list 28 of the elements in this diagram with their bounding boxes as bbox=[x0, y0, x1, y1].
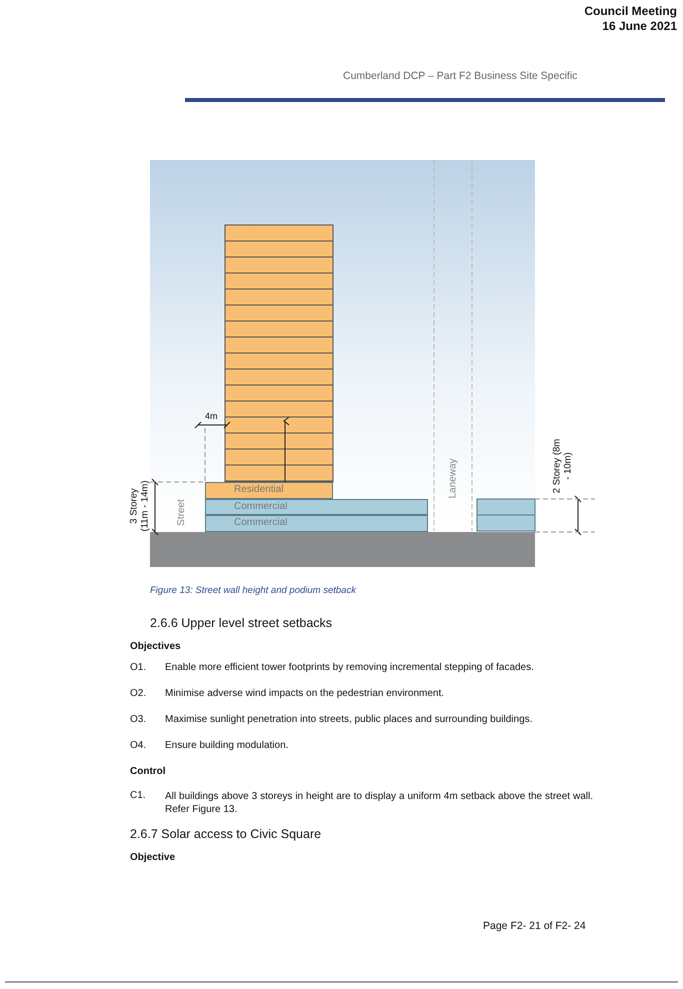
street-label: Street bbox=[175, 498, 186, 526]
item-number: C1. bbox=[130, 790, 146, 801]
objective-text: Enable more efficient tower footprints by removing incremental stepping of facades. bbox=[165, 662, 534, 673]
subheading: Objective bbox=[130, 852, 176, 863]
dimension-label: 4m bbox=[205, 411, 218, 421]
objective-text: Minimise adverse wind impacts on the pedestrian environment. bbox=[165, 688, 444, 699]
residential-floor-band: Residential bbox=[205, 482, 333, 499]
item-number: O3. bbox=[130, 714, 146, 725]
page-number: Page F2- 21 of F2- 24 bbox=[483, 920, 586, 932]
commercial-floor-band: Commercial bbox=[205, 515, 428, 532]
control-text: All buildings above 3 storeys in height are to display a uniform 4m setback above the street wall. Refer Figure 13. bbox=[165, 790, 593, 816]
meeting-date: 16 June 2021 bbox=[602, 19, 677, 33]
section-heading: 2.6.7 Solar access to Civic Square bbox=[130, 827, 322, 841]
objective-text: Maximise sunlight penetration into streets, public places and surrounding buildings. bbox=[165, 714, 532, 725]
objective-text: Ensure building modulation. bbox=[165, 740, 288, 751]
figure-caption: Figure 13: Street wall height and podium setback bbox=[150, 585, 356, 596]
laneway-label: Laneway bbox=[448, 458, 459, 498]
meeting-title: Council Meeting bbox=[584, 4, 677, 18]
section-heading: 2.6.6 Upper level street setbacks bbox=[150, 616, 332, 630]
item-number: O1. bbox=[130, 662, 146, 673]
subheading: Control bbox=[130, 766, 166, 777]
item-number: O2. bbox=[130, 688, 146, 699]
dimension-label: 3 Storey (11m - 14m) bbox=[128, 479, 150, 534]
commercial-floor-band: Commercial bbox=[205, 499, 428, 515]
subheading: Objectives bbox=[130, 641, 181, 652]
item-number: O4. bbox=[130, 740, 146, 751]
document-header: Cumberland DCP – Part F2 Business Site Specific bbox=[343, 70, 578, 82]
dimension-label: 2 Storey (8m - 10m) bbox=[551, 438, 573, 494]
